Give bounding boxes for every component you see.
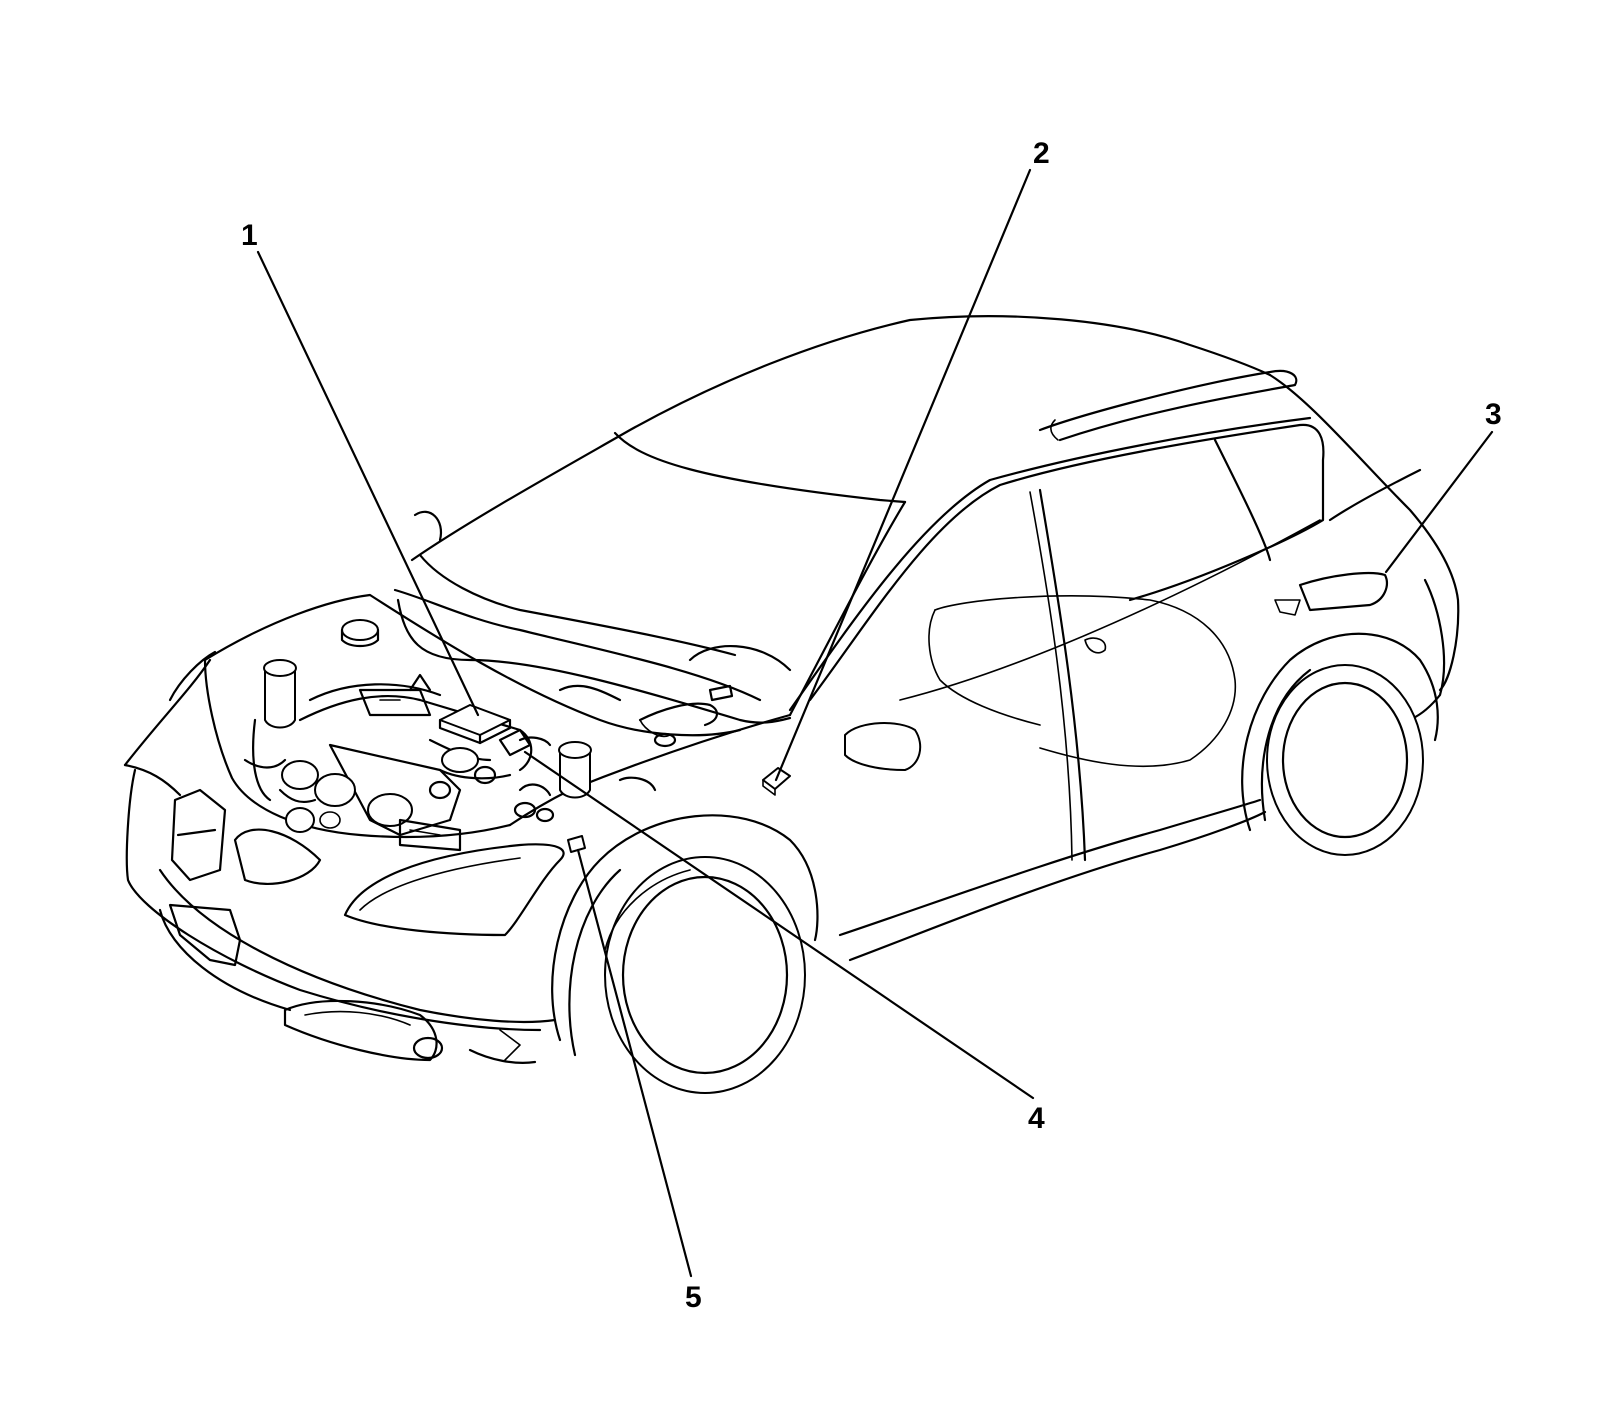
vehicle-body [123,315,1460,1094]
component-markers [567,767,791,853]
leader-lines [256,168,1494,1278]
leader-line-2 [774,168,1032,782]
leader-line-1 [256,250,480,717]
callouts: 1 2 3 4 5 [241,137,1502,1314]
callout-1: 1 [241,219,258,252]
leader-line-5 [576,848,693,1278]
callout-3: 3 [1485,398,1502,431]
leader-line-4 [523,750,1035,1100]
leader-line-3 [1384,430,1494,574]
callout-2: 2 [1033,137,1050,170]
item-5-module [567,835,586,853]
callout-5: 5 [685,1281,702,1314]
engine-bay [243,619,734,852]
callout-4: 4 [1028,1102,1045,1135]
